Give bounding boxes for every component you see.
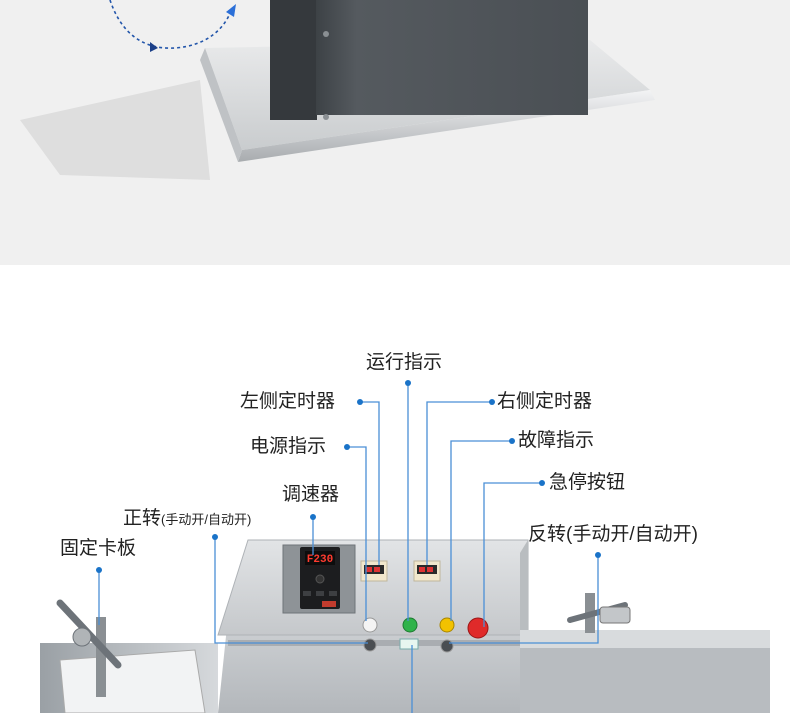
label-emergency-stop: 急停按钮: [549, 472, 626, 493]
right-timer-digit: [427, 567, 433, 572]
running-indicator-lamp: [402, 617, 418, 633]
control-panel-diagram: F230: [0, 265, 790, 713]
box-side-face: [270, 0, 317, 120]
emergency-stop-button[interactable]: [467, 617, 489, 639]
label-forward-main: 正转: [123, 508, 162, 529]
callout-dots: [96, 380, 601, 573]
base-plate-side: [200, 48, 242, 162]
label-fault-indicator: 故障指示: [518, 430, 595, 451]
speed-button[interactable]: [316, 591, 324, 596]
label-power-indicator: 电源指示: [250, 436, 327, 457]
left-clamp-knob[interactable]: [72, 627, 92, 647]
arrow-head-icon: [226, 4, 236, 17]
machine-front-illustration: F230: [40, 380, 770, 713]
left-timer-digit: [374, 567, 380, 572]
speed-button-red[interactable]: [322, 601, 336, 607]
forward-switch[interactable]: [363, 638, 377, 652]
box-front-face: [316, 0, 588, 115]
label-left-timer: 左侧定时器: [240, 391, 336, 412]
speed-button[interactable]: [329, 591, 337, 596]
reverse-switch[interactable]: [440, 639, 454, 653]
right-timer-digit: [419, 567, 425, 572]
label-reverse: 反转(手动开/自动开): [528, 524, 698, 545]
right-clamp-block: [599, 606, 631, 624]
label-running-indicator: 运行指示: [366, 352, 443, 373]
screw: [323, 114, 329, 120]
fault-indicator-lamp: [439, 617, 455, 633]
speed-button[interactable]: [303, 591, 311, 596]
callout-lines: [98, 383, 599, 713]
label-speed-controller: 调速器: [282, 484, 340, 505]
power-indicator-lamp: [362, 617, 378, 633]
right-drum-top: [520, 630, 770, 648]
start-button[interactable]: [399, 638, 419, 650]
floor-shadow: [20, 80, 210, 180]
machine-base-illustration: [20, 0, 655, 180]
panel-edge: [520, 540, 528, 635]
speed-readout: F230: [307, 554, 333, 566]
left-drum-bag: [59, 649, 206, 713]
label-right-timer: 右侧定时器: [497, 391, 593, 412]
arrow-head-icon: [150, 42, 158, 52]
speed-knob[interactable]: [315, 574, 325, 584]
left-timer-digit: [366, 567, 372, 572]
rotation-arrow: [109, 0, 233, 49]
left-clamp-post: [96, 617, 106, 697]
label-forward-sub: (手动开/自动开): [161, 512, 252, 527]
top-product-photo: [0, 0, 790, 265]
screw: [323, 31, 329, 37]
label-fixing-clamp: 固定卡板: [60, 538, 137, 559]
label-forward: 正转(手动开/自动开): [123, 509, 251, 528]
